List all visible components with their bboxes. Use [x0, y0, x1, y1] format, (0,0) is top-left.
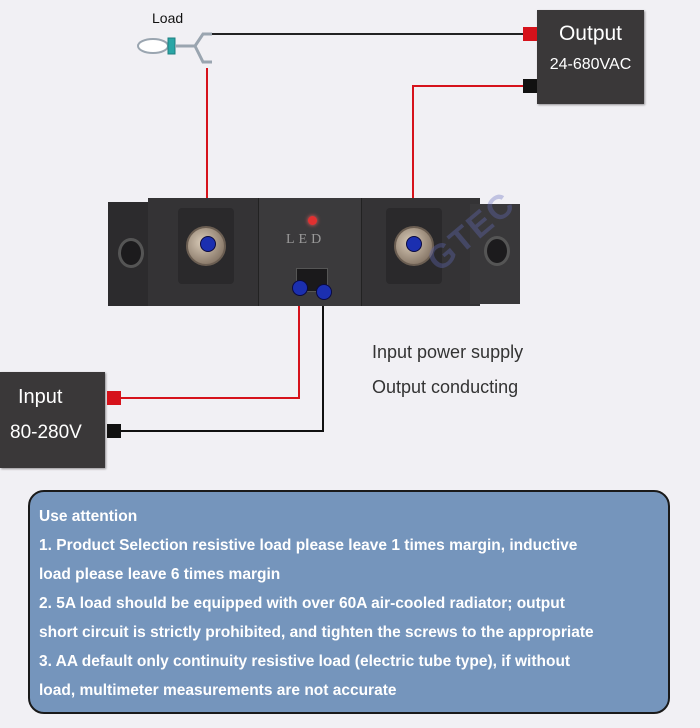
output-terminal-negative: [523, 79, 537, 93]
output-title: Output: [558, 22, 623, 45]
output-terminal-positive: [523, 27, 537, 41]
notes-line: 1. Product Selection resistive load plea…: [39, 537, 578, 554]
input-box: Input 80-280V: [0, 372, 105, 468]
node-input-negative: [316, 284, 332, 300]
led-label: LED: [286, 232, 326, 247]
input-range: 80-280V: [10, 422, 82, 443]
node-left-screw: [200, 236, 216, 252]
wire-input-negative: [121, 291, 324, 432]
notes-line: 3. AA default only continuity resistive …: [39, 653, 571, 670]
notes-line: 2. 5A load should be equipped with over …: [39, 595, 565, 612]
input-terminal-negative: [107, 424, 121, 438]
node-right-screw: [406, 236, 422, 252]
notes-line: load please leave 6 times margin: [39, 566, 281, 583]
output-box: Output 24-680VAC: [537, 10, 644, 104]
notes-title: Use attention: [39, 508, 138, 525]
caption-input-power: Input power supply: [372, 342, 524, 362]
led-indicator: [308, 216, 317, 225]
node-input-positive: [292, 280, 308, 296]
solid-state-relay: LED: [108, 198, 520, 310]
input-title: Input: [18, 386, 63, 408]
wire-input-positive: [121, 287, 300, 399]
mount-hole-right: [484, 236, 510, 266]
mount-hole-left: [118, 238, 144, 268]
load-bulb-icon: [137, 32, 212, 64]
attention-notes-panel: Use attention 1. Product Selection resis…: [28, 490, 670, 714]
load-label: Load: [152, 10, 184, 26]
caption-output-conducting: Output conducting: [372, 377, 519, 397]
output-range: 24-680VAC: [549, 56, 632, 73]
load-terminal-left: [178, 208, 234, 284]
relay-right-flange: [470, 204, 520, 304]
wire-output-relay: [412, 85, 523, 243]
notes-line: load, multimeter measurements are not ac…: [39, 682, 397, 699]
notes-line: short circuit is strictly prohibited, an…: [39, 624, 594, 641]
input-terminal-positive: [107, 391, 121, 405]
